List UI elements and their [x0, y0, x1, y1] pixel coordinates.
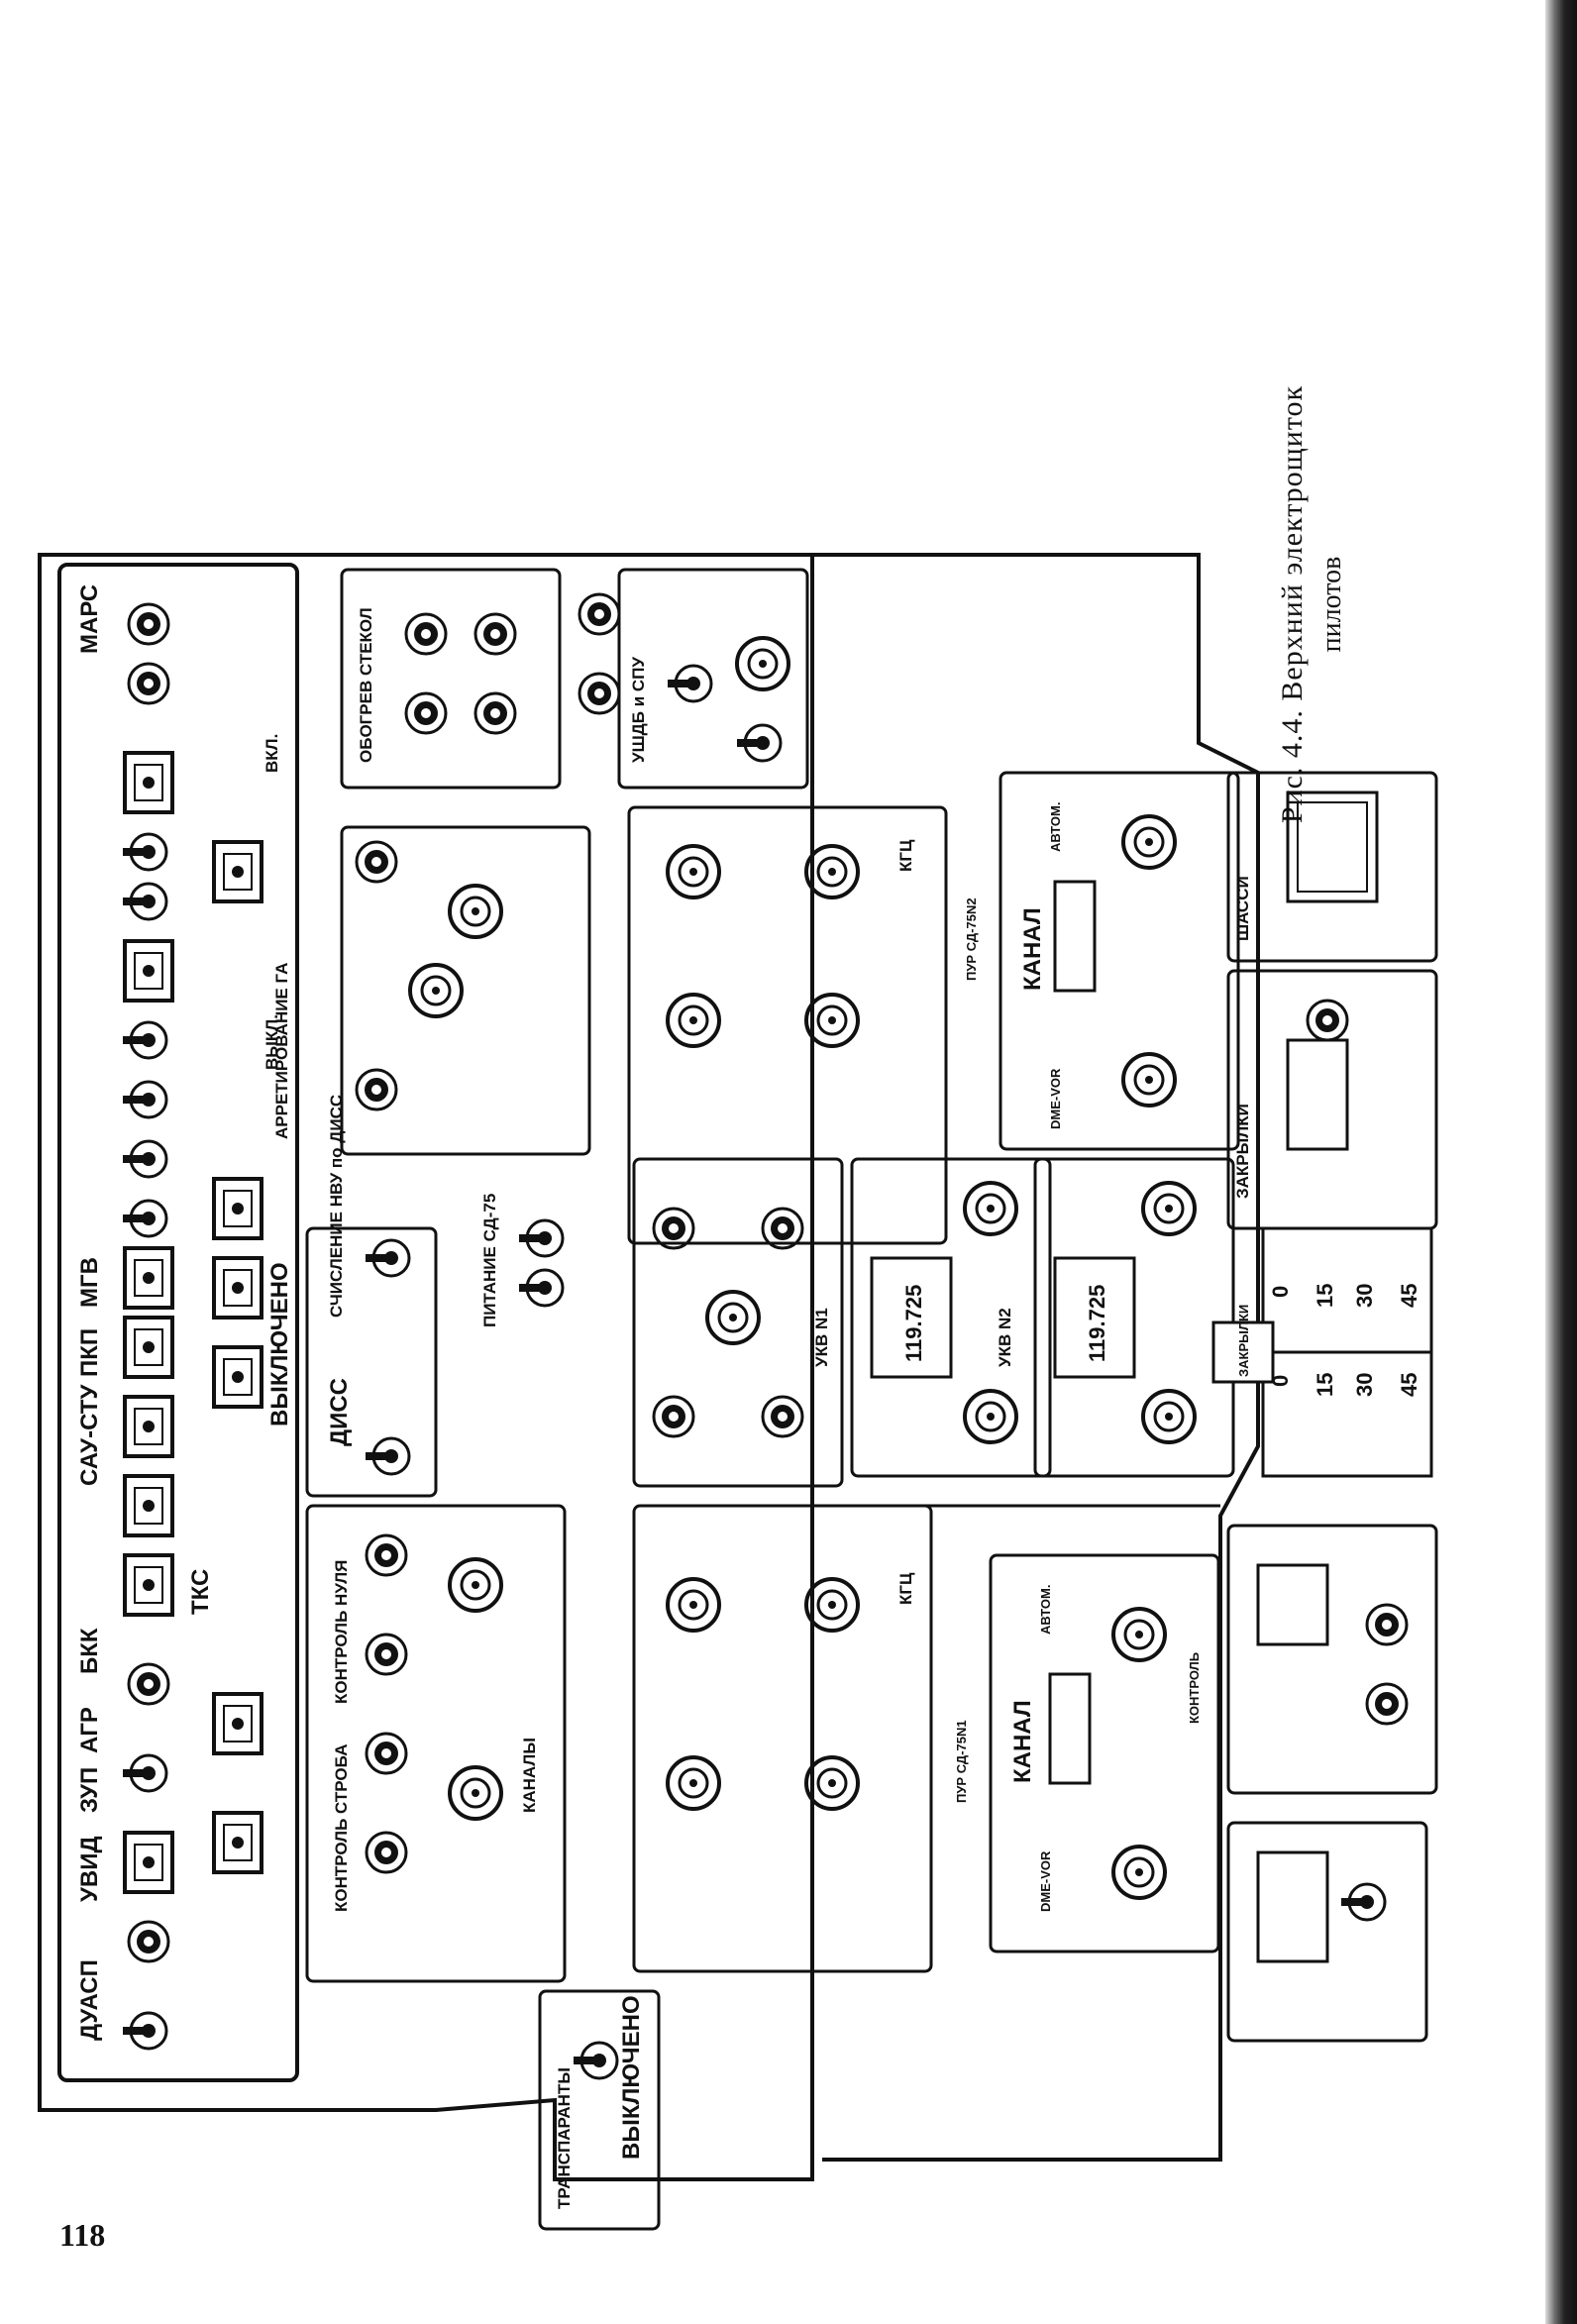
- label-vyklyucheno-left: ВЫКЛЮЧЕНО: [618, 1995, 645, 2160]
- label-vykl: ВЫКЛ.: [263, 1014, 281, 1070]
- label-dme-vor-1: DME-VOR: [1038, 1850, 1053, 1912]
- figure-caption: Рис. 4.4. Верхний электрощиток пилотов: [1273, 158, 1352, 1050]
- diss-module: [305, 1226, 438, 1498]
- label-kanaly: КАНАЛЫ: [520, 1738, 539, 1813]
- flap-15-right: 15: [1313, 1284, 1337, 1308]
- label-shassi: ШАССИ: [1233, 876, 1252, 941]
- transparanty-module: [538, 1989, 661, 2231]
- obogrev-module: [340, 568, 562, 790]
- panel-outline: [38, 553, 814, 2181]
- label-kontrol-nulya: КОНТРОЛЬ НУЛЯ: [332, 1560, 351, 1704]
- label-agr: АГР: [76, 1707, 103, 1753]
- label-bkk: БКК: [76, 1628, 103, 1674]
- main-top-module: [57, 563, 299, 2082]
- label-kgc-2: КГЦ: [896, 839, 915, 872]
- label-kgc-1: КГЦ: [896, 1572, 915, 1605]
- fary-module: [1226, 1524, 1438, 1795]
- label-kanal-1: КАНАЛ: [1009, 1700, 1036, 1783]
- label-arretirovanie: АРРЕТИРОВАНИЕ ГА: [272, 963, 291, 1139]
- label-kontrol-1: КОНТРОЛЬ: [1187, 1652, 1202, 1724]
- label-pitanie-sd75: ПИТАНИЕ СД-75: [480, 1194, 499, 1327]
- flap-30-left: 30: [1352, 1373, 1377, 1397]
- shassi-module: [1226, 771, 1438, 963]
- flap-15-left: 15: [1313, 1373, 1337, 1397]
- label-vkl: ВКЛ.: [263, 734, 281, 773]
- label-zakrylki-tab: ЗАКРЫЛКИ: [1236, 1305, 1251, 1377]
- label-ukv-n2: УКВ N2: [996, 1308, 1014, 1367]
- panel-outline-right: [812, 553, 1260, 2162]
- label-sau-stu: САУ-СТУ: [76, 1384, 103, 1486]
- razvorot-module: [1226, 1821, 1428, 2043]
- gyro-module: [340, 825, 591, 1156]
- flap-45-right: 45: [1397, 1284, 1421, 1308]
- label-vyklyucheno-top: ВЫКЛЮЧЕНО: [266, 1262, 293, 1426]
- label-pur-sd75n2: ПУР СД-75N2: [964, 898, 979, 981]
- ushdb-module: [617, 568, 809, 790]
- label-diss: ДИСС: [326, 1378, 353, 1446]
- zakrylki-module: [1226, 969, 1438, 1230]
- flap-45-left: 45: [1397, 1373, 1421, 1397]
- label-tks: ТКС: [187, 1569, 214, 1615]
- ukv-n1-module: [632, 1504, 933, 1973]
- label-zup: ЗУП: [76, 1767, 103, 1813]
- label-avtom-1: АВТОМ.: [1038, 1585, 1053, 1635]
- label-pkp: ПКП: [76, 1328, 103, 1377]
- page-number: 118: [59, 2217, 106, 2253]
- ukv-n2-display-box: [1033, 1157, 1235, 1478]
- label-ushdb-spu: УШДБ и СПУ: [629, 657, 648, 763]
- label-zakrylki: ЗАКРЫЛКИ: [1233, 1104, 1252, 1199]
- label-kontrol-stroba: КОНТРОЛЬ СТРОБА: [332, 1744, 351, 1912]
- caption-line-1: Рис. 4.4. Верхний электрощиток: [1276, 384, 1309, 824]
- label-avtom-2: АВТОМ.: [1048, 802, 1063, 852]
- label-pur-sd75n1: ПУР СД-75N1: [954, 1720, 969, 1803]
- label-obogrev-stekol: ОБОГРЕВ СТЕКОЛ: [357, 607, 375, 763]
- label-kanal-2: КАНАЛ: [1019, 907, 1046, 991]
- label-uvid: УВИД: [76, 1836, 103, 1902]
- channels-module: [305, 1504, 567, 1983]
- ukv-n2-module: [627, 805, 948, 1245]
- label-duasp: ДУАСП: [76, 1959, 103, 2041]
- flap-0-right: 0: [1268, 1286, 1293, 1298]
- flap-30-right: 30: [1352, 1284, 1377, 1308]
- ukv-n2-frequency: 119.725: [1085, 1285, 1109, 1362]
- kanal-module-1: [989, 1553, 1220, 1954]
- label-mgv: МГВ: [76, 1257, 103, 1308]
- ukv-n1-freq-module: [632, 1157, 844, 1488]
- caption-line-2: пилотов: [1316, 556, 1347, 653]
- label-mars: МАРС: [76, 584, 103, 654]
- flap-0-left: 0: [1268, 1375, 1293, 1387]
- scan-binding-edge: [1545, 0, 1577, 2324]
- label-dme-vor-2: DME-VOR: [1048, 1068, 1063, 1129]
- ukv-n1-frequency: 119.725: [901, 1285, 926, 1362]
- ukv-n1-display-box: [850, 1157, 1052, 1478]
- label-ukv-n1: УКВ N1: [812, 1308, 831, 1367]
- label-transparanty: ТРАНСПАРАНТЫ: [555, 2067, 574, 2209]
